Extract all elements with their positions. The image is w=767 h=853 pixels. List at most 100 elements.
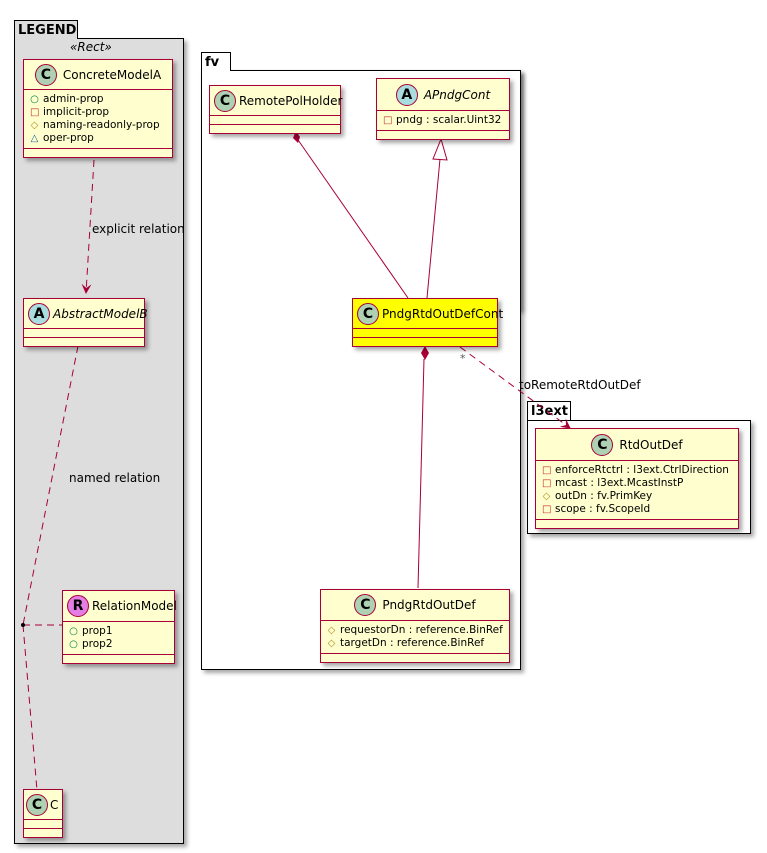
- attributes-compartment: [24, 329, 144, 338]
- attribute-text: pndg : scalar.Uint32: [396, 114, 502, 126]
- class-name: APndgCont: [423, 87, 491, 102]
- fv-package-tab: fv: [201, 52, 231, 71]
- class-abstract-model-b[interactable]: A AbstractModelB: [23, 298, 148, 347]
- class-c[interactable]: C C: [23, 789, 63, 838]
- attribute-row: ○ admin-prop: [30, 93, 166, 106]
- class-name: C: [50, 797, 59, 812]
- class-c-icon: C: [357, 302, 379, 325]
- attribute-row: □ implicit-prop: [30, 106, 166, 119]
- package-visibility-icon: △: [30, 132, 39, 144]
- attributes-compartment: [24, 820, 62, 829]
- edge-named-relation-lower: [22, 624, 44, 815]
- class-name: RelationModel: [92, 599, 177, 613]
- attribute-row: △ oper-prop: [30, 132, 166, 145]
- class-name: ConcreteModelA: [62, 67, 162, 82]
- attribute-row: □ pndg : scalar.Uint32: [383, 114, 503, 127]
- l3ext-package-tab: l3ext: [527, 401, 571, 420]
- public-visibility-icon: ○: [30, 93, 39, 105]
- l3ext-package-label: l3ext: [531, 404, 568, 419]
- attribute-row: ◇ naming-readonly-prop: [30, 119, 166, 132]
- explicit-relation-label: explicit relation: [92, 222, 185, 236]
- attribute-text: prop1: [82, 625, 113, 637]
- edge-remotepolholder-composition: [295, 136, 409, 299]
- attribute-text: mcast : l3ext.McastInstP: [555, 477, 684, 489]
- private-visibility-icon: □: [30, 106, 40, 118]
- class-c-icon: C: [214, 89, 236, 112]
- attribute-row: □ scope : fv.ScopeId: [542, 503, 732, 516]
- attribute-row: ◇ outDn : fv.PrimKey: [542, 490, 732, 503]
- edge-pndg-composition: [417, 358, 425, 589]
- methods-compartment: [536, 520, 738, 528]
- legend-stereotype: «Rect»: [70, 40, 112, 54]
- private-visibility-icon: □: [542, 477, 552, 489]
- methods-compartment: [353, 338, 497, 346]
- class-name: RemotePolHolder: [239, 93, 343, 108]
- attribute-row: ○ prop2: [69, 638, 168, 651]
- to-remote-multiplicity: *: [460, 352, 466, 365]
- class-c-icon: C: [26, 793, 48, 816]
- attribute-text: prop2: [82, 638, 113, 650]
- private-visibility-icon: □: [383, 114, 393, 126]
- association-junction-dot: [21, 623, 25, 627]
- public-visibility-icon: ○: [69, 638, 78, 650]
- protected-visibility-icon: ◇: [327, 624, 336, 636]
- protected-visibility-icon: ◇: [327, 637, 336, 649]
- methods-compartment: [63, 655, 174, 663]
- methods-compartment: [24, 338, 144, 346]
- attribute-text: implicit-prop: [43, 106, 110, 118]
- class-rtd-out-def[interactable]: C RtdOutDef □ enforceRtctrl : l3ext.Ctrl…: [535, 428, 739, 529]
- legend-package: [14, 38, 184, 844]
- composition-diamond-pndg: [421, 346, 429, 360]
- attribute-text: naming-readonly-prop: [43, 119, 160, 131]
- class-c-icon: C: [354, 594, 377, 616]
- protected-visibility-icon: ◇: [542, 490, 551, 502]
- class-name: AbstractModelB: [53, 306, 148, 321]
- methods-compartment: [377, 131, 509, 139]
- attribute-text: admin-prop: [43, 93, 104, 105]
- attributes-compartment: [210, 116, 340, 125]
- class-a-icon: A: [28, 302, 50, 325]
- public-visibility-icon: ○: [69, 625, 78, 637]
- attribute-text: requestorDn : reference.BinRef: [340, 624, 503, 636]
- generalization-triangle: [432, 137, 448, 161]
- edge-explicit-relation: [81, 159, 95, 294]
- class-remote-pol-holder[interactable]: C RemotePolHolder: [209, 85, 343, 134]
- attribute-row: □ enforceRtctrl : l3ext.CtrlDirection: [542, 464, 732, 477]
- attribute-text: outDn : fv.PrimKey: [555, 490, 653, 502]
- attribute-text: oper-prop: [43, 132, 94, 144]
- fv-package-label: fv: [205, 55, 220, 70]
- named-relation-label: named relation: [69, 471, 161, 485]
- methods-compartment: [210, 125, 340, 133]
- attributes-compartment: [353, 329, 497, 338]
- class-pndg-rtd-out-def-cont[interactable]: C PndgRtdOutDefCont: [352, 298, 503, 347]
- class-name: RtdOutDef: [619, 437, 683, 452]
- class-c-icon: C: [34, 63, 57, 86]
- attribute-row: ◇ requestorDn : reference.BinRef: [327, 624, 503, 637]
- attribute-text: scope : fv.ScopeId: [555, 503, 651, 515]
- legend-package-tab: LEGEND: [14, 20, 78, 39]
- composition-diamond-remotepolholder: [293, 131, 300, 143]
- attribute-text: enforceRtctrl : l3ext.CtrlDirection: [555, 464, 729, 476]
- edge-to-remote-rtd-out-def: [459, 346, 571, 429]
- legend-package-label: LEGEND: [18, 23, 77, 38]
- class-c-icon: C: [591, 433, 614, 456]
- fv-package-body: [201, 70, 521, 670]
- to-remote-rtd-out-def-label: toRemoteRtdOutDef: [519, 378, 641, 392]
- private-visibility-icon: □: [542, 464, 552, 476]
- class-pndg-rtd-out-def[interactable]: C PndgRtdOutDef ◇ requestorDn : referenc…: [320, 589, 510, 663]
- class-apndg-cont[interactable]: A APndgCont □ pndg : scalar.Uint32: [376, 78, 510, 140]
- edge-generalization: [426, 158, 441, 299]
- protected-visibility-icon: ◇: [30, 119, 39, 131]
- methods-compartment: [321, 654, 509, 662]
- class-name: PndgRtdOutDef: [382, 598, 476, 612]
- methods-compartment: [24, 829, 62, 837]
- attribute-row: ○ prop1: [69, 625, 168, 638]
- class-r-icon: R: [67, 595, 89, 617]
- class-concrete-model-a[interactable]: C ConcreteModelA ○ admin-prop □ implicit…: [23, 59, 173, 158]
- class-relation-model[interactable]: R RelationModel ○ prop1 ○ prop2: [62, 590, 177, 664]
- private-visibility-icon: □: [542, 503, 552, 515]
- class-a-icon: A: [395, 83, 418, 106]
- attribute-row: □ mcast : l3ext.McastInstP: [542, 477, 732, 490]
- attribute-row: ◇ targetDn : reference.BinRef: [327, 637, 503, 650]
